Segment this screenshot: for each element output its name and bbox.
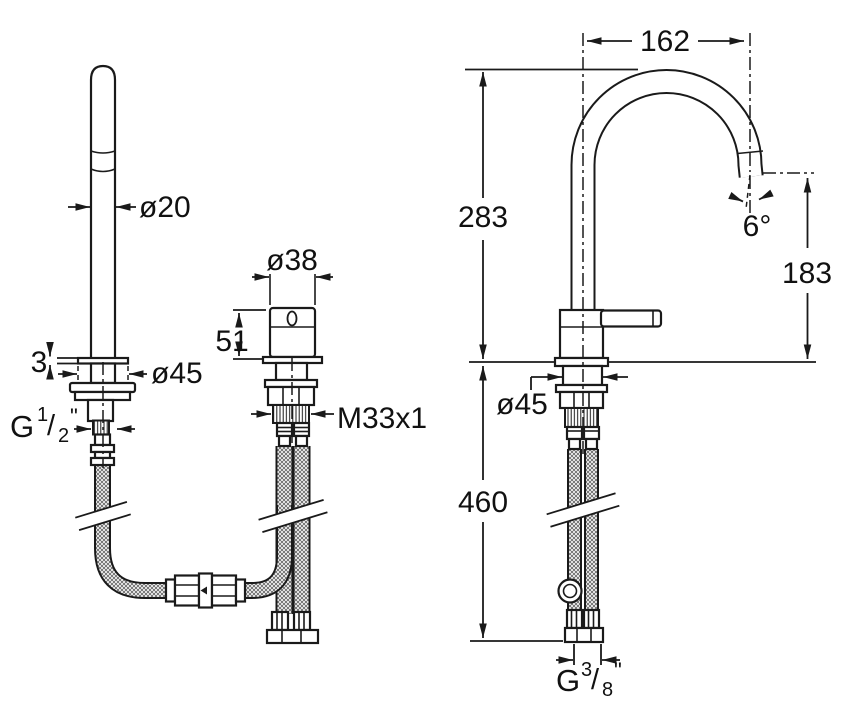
side-deck-plate [553, 356, 610, 368]
cartridge-nut [266, 385, 316, 407]
dim-cartridge-diameter: ø38 [252, 244, 333, 305]
dim-spout-height: 283 [458, 68, 638, 363]
dim-outlet-angle: 6° [728, 189, 774, 243]
base-diameter-side-label: ø45 [496, 388, 548, 421]
base-diameter-front-label: ø45 [151, 357, 203, 390]
body-thread-label: M33x1 [337, 402, 427, 435]
deck-thickness-label: 3 [31, 346, 48, 379]
swan-neck-spout [570, 69, 764, 362]
dim-spout-diameter: ø20 [68, 191, 191, 224]
spout-diameter-label: ø20 [139, 191, 191, 224]
outlet-seam [737, 150, 764, 155]
aerator-seam-upper [90, 150, 116, 154]
dim-supply-thread: G 3 / 8 " [556, 644, 622, 701]
dim-hose-length: 460 [458, 366, 563, 642]
supply-thread-label: G 3 / 8 " [556, 658, 622, 701]
inlet-thread-label: G 1 / 2 " [10, 404, 78, 447]
body-thread-section [272, 404, 310, 424]
shank-body [86, 398, 115, 423]
front-supply-end-fittings [265, 610, 320, 645]
inlet-thread-section [92, 419, 110, 436]
cartridge-diameter-label: ø38 [266, 244, 318, 277]
side-nut [558, 390, 605, 410]
spout-connection-hose [94, 463, 293, 599]
dim-outlet-height: 183 [609, 172, 832, 363]
outlet-tilt-axis [745, 174, 751, 210]
side-thread-section [564, 407, 599, 428]
hose-break-mark [258, 498, 328, 534]
dim-inlet-thread: G 1 / 2 " [10, 404, 135, 447]
outlet-angle-label: 6° [743, 210, 772, 243]
dim-base-diameter-side: ø45 [496, 368, 628, 421]
front-view: ø20 3 ø45 G 1 / 2 " [10, 64, 427, 645]
cartridge-height-label: 51 [215, 325, 248, 358]
dim-spout-reach: 162 [587, 25, 744, 58]
hose-break-mark [546, 492, 620, 528]
dim-cartridge-height: 51 [215, 309, 266, 360]
spout-reach-label: 162 [640, 25, 690, 58]
side-view: 162 283 460 183 6° [458, 25, 832, 701]
cartridge-hose-fittings [275, 421, 311, 448]
dim-body-thread: M33x1 [251, 402, 427, 435]
cartridge-slot [286, 310, 298, 327]
side-hose-fittings [565, 425, 601, 451]
spout-height-label: 283 [458, 201, 508, 234]
hose-length-label: 460 [458, 486, 508, 519]
lever-handle [599, 309, 663, 328]
hose-ring-clip [557, 578, 583, 604]
dim-deck-thickness: 3 [31, 342, 79, 380]
hose-break-mark [75, 501, 131, 531]
spout-tube [89, 64, 117, 361]
side-supply-end-fittings [563, 608, 605, 644]
aerator-seam-lower [90, 168, 116, 173]
hose-coupler [164, 572, 247, 609]
flow-arrow-icon [200, 586, 207, 595]
dim-base-diameter-front: ø45 [58, 357, 203, 390]
mixer-body-side [558, 308, 605, 360]
outlet-height-label: 183 [782, 257, 832, 290]
